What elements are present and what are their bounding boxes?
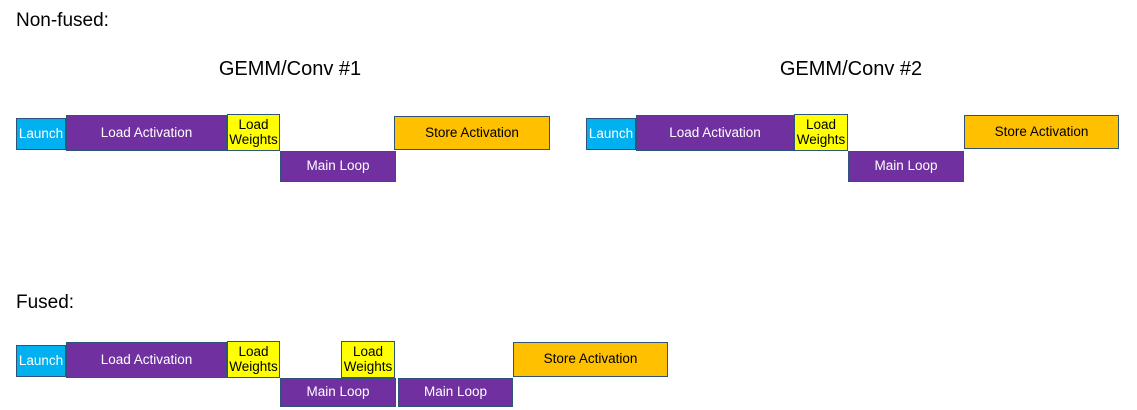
block-label: Store Activation xyxy=(543,351,638,367)
main-loop-block: Main Loop xyxy=(848,151,964,182)
block-label: Launch xyxy=(18,352,64,368)
store-activation-block: Store Activation xyxy=(513,342,668,377)
block-label: Main Loop xyxy=(306,384,370,400)
block-label: Load Weights xyxy=(343,344,393,374)
block-label: Store Activation xyxy=(425,124,519,140)
block-label: Launch xyxy=(588,125,634,141)
block-label: Store Activation xyxy=(994,123,1089,139)
main-loop-block: Main Loop xyxy=(280,151,396,182)
non-fused-section-label: Non-fused: xyxy=(16,10,109,31)
load-activation-block: Load Activation xyxy=(66,115,227,151)
load-activation-block: Load Activation xyxy=(636,115,794,151)
block-label: Main Loop xyxy=(874,158,938,174)
block-label: Main Loop xyxy=(306,158,370,174)
block-label: Load Weights xyxy=(229,117,278,147)
block-label: Main Loop xyxy=(423,384,488,400)
block-label: Launch xyxy=(18,125,64,141)
load-weights-block: Load Weights xyxy=(794,114,848,151)
launch-block: Launch xyxy=(16,345,66,377)
launch-block: Launch xyxy=(586,118,636,150)
main-loop-block: Main Loop xyxy=(280,378,396,407)
block-label: Load Activation xyxy=(669,124,761,140)
block-label: Load Activation xyxy=(100,124,193,140)
launch-block: Launch xyxy=(16,118,66,150)
gemm-conv-2-title: GEMM/Conv #2 xyxy=(779,58,923,80)
load-activation-block: Load Activation xyxy=(66,342,227,378)
load-weights-block: Load Weights xyxy=(227,114,280,151)
load-weights-block: Load Weights xyxy=(341,341,395,378)
store-activation-block: Store Activation xyxy=(394,116,550,150)
store-activation-block: Store Activation xyxy=(964,115,1119,149)
main-loop-block: Main Loop xyxy=(398,378,513,407)
gemm-conv-1-title: GEMM/Conv #1 xyxy=(218,58,362,80)
block-label: Load Weights xyxy=(229,344,278,374)
block-label: Load Activation xyxy=(100,351,193,367)
load-weights-block: Load Weights xyxy=(227,341,280,378)
block-label: Load Weights xyxy=(796,117,846,147)
fused-section-label: Fused: xyxy=(16,292,75,313)
